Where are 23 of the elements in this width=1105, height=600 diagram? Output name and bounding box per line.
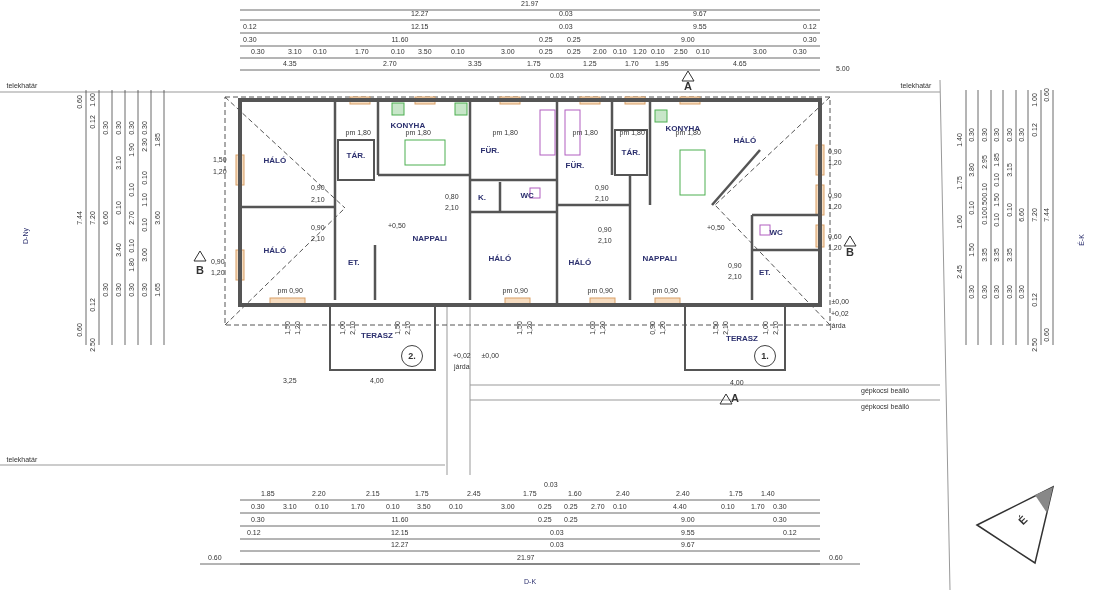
- room-name: HÁLÓ: [263, 245, 287, 255]
- room-name: ET.: [759, 267, 771, 277]
- room-name: FÜR.: [480, 145, 500, 155]
- room-name: KONYHA: [390, 120, 426, 130]
- room-name: ET.: [348, 257, 360, 267]
- section-mark: A: [684, 80, 692, 92]
- room-name: WC: [520, 190, 534, 200]
- north-label: É: [1015, 513, 1029, 527]
- room-name: TÁR.: [621, 147, 641, 157]
- section-mark: B: [196, 264, 204, 276]
- room-name: FÜR.: [565, 160, 585, 170]
- section-mark: A: [731, 392, 739, 404]
- room-name: TERASZ: [361, 330, 393, 340]
- room-name: HÁLÓ: [733, 135, 757, 145]
- room-name: HÁLÓ: [263, 155, 287, 165]
- room-name: K.: [478, 192, 486, 202]
- room-name: TÁR.: [346, 150, 366, 160]
- section-mark: B: [846, 246, 854, 258]
- room-name: NAPPALI: [412, 233, 448, 243]
- room-name: HÁLÓ: [568, 257, 592, 267]
- room-name: WC: [769, 227, 783, 237]
- room-name: NAPPALI: [642, 253, 678, 263]
- room-name: HÁLÓ: [488, 253, 512, 263]
